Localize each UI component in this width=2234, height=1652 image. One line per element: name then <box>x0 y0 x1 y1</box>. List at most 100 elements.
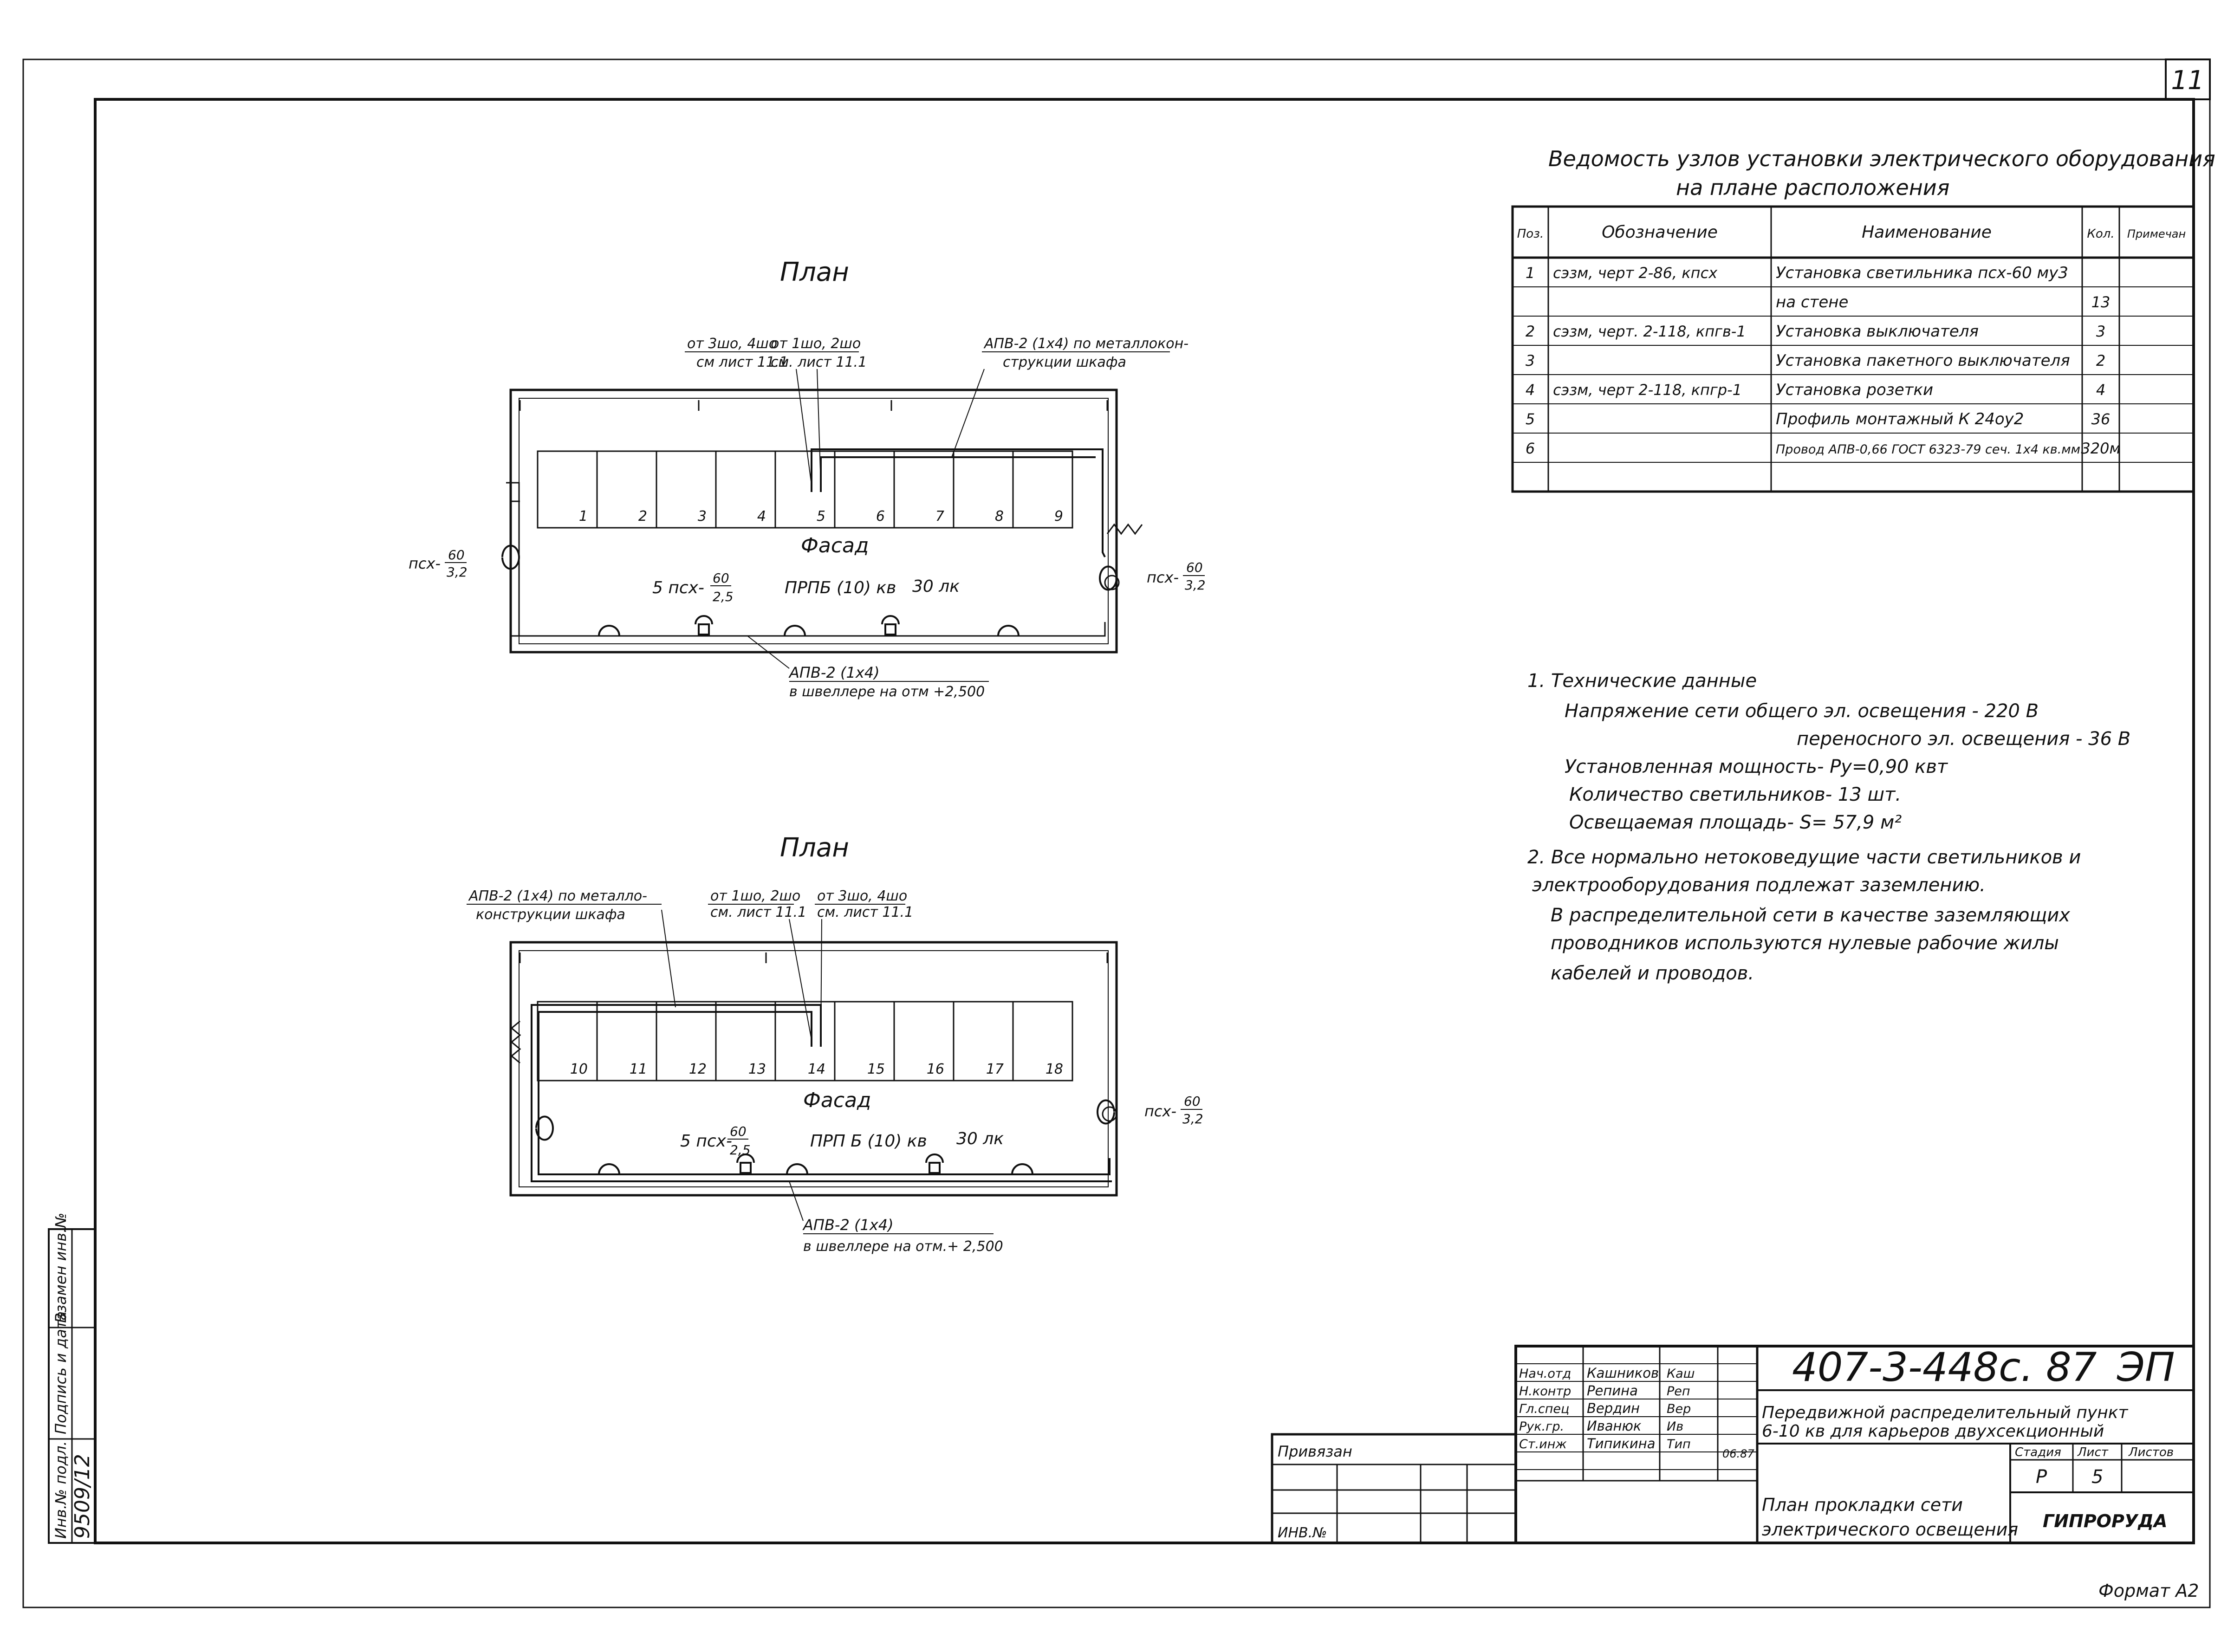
plan2-ref-a1: от 1шо, 2шо <box>710 888 800 904</box>
plan1-lamp-left: псх- <box>409 555 441 572</box>
panel-number: 14 <box>808 1061 825 1077</box>
plan1-wire-bot2: в швеллере на отм +2,500 <box>789 684 985 700</box>
panel-cell <box>537 1001 598 1082</box>
panel-cell <box>715 1001 776 1082</box>
role-name: Типикина <box>1587 1436 1655 1451</box>
plan1-wire-bot1: АПВ-2 (1х4) <box>788 664 880 681</box>
role-signature: Ив <box>1667 1419 1683 1434</box>
role-name: Вердин <box>1587 1400 1640 1416</box>
inv-no-label: ИНВ.№ <box>1278 1525 1327 1541</box>
stage-value: Р <box>2036 1466 2047 1488</box>
panel-number: 9 <box>1054 508 1063 525</box>
role-name: Кашников <box>1587 1365 1659 1381</box>
sheet-number: 11 <box>2171 65 2204 96</box>
schedule-header-3: Кол. <box>2087 227 2114 241</box>
role-signature: Вер <box>1667 1402 1691 1416</box>
sheet-title-1: План прокладки сети <box>1762 1495 1963 1515</box>
schedule-cell-name: Установка светильника псх-60 му3 <box>1776 264 2068 282</box>
schedule-cell-name: Установка выключателя <box>1776 322 1979 341</box>
role-label: Н.контр <box>1519 1384 1571 1399</box>
schedule-cell-qty: 36 <box>2091 410 2111 428</box>
role-signature: Реп <box>1667 1384 1690 1399</box>
plan2-lux: 30 лк <box>956 1129 1004 1148</box>
panel-cell <box>774 450 836 529</box>
plan1-lamp-right-num: 60 <box>1186 560 1203 575</box>
schedule-border <box>1511 205 2195 493</box>
panel-number: 17 <box>986 1061 1004 1077</box>
panel-cell <box>656 1001 717 1082</box>
plan1-ref-a1: от 3шо, 4шо <box>687 336 777 352</box>
plan2-ref-b2: см. лист 11.1 <box>817 904 913 920</box>
plan1-lux: 30 лк <box>912 577 960 596</box>
plan2-wire-bot2: в швеллере на отм.+ 2,500 <box>803 1238 1003 1255</box>
plan1-ref-b2: см. лист 11.1 <box>771 354 867 370</box>
format-label: Формат А2 <box>2098 1581 2199 1601</box>
plan1-facade: Фасад <box>801 534 869 557</box>
plan2-ref-a2: см. лист 11.1 <box>710 904 806 920</box>
plan2-lamp-center: 5 псх- <box>680 1132 732 1151</box>
plan2-lamp-right: псх- <box>1144 1102 1176 1120</box>
schedule-title-2: на плане расположения <box>1676 175 1949 200</box>
sheet-value: 5 <box>2091 1466 2103 1488</box>
schedule-cell-code: сэзм, черт. 2-118, кпгв-1 <box>1553 323 1746 340</box>
note-2: Напряжение сети общего эл. освещения - 2… <box>1565 700 2039 722</box>
schedule-cell-name: на стене <box>1776 293 1848 311</box>
schedule-cell-qty: 2 <box>2096 352 2105 369</box>
schedule-header-4: Примечан <box>2127 227 2186 240</box>
note-8: электрооборудования подлежат заземлению. <box>1532 875 1986 896</box>
plan1-lamp-left-den: 3,2 <box>447 564 468 580</box>
panel-number: 12 <box>689 1061 707 1077</box>
panel-number: 15 <box>867 1061 885 1077</box>
org-name: ГИПРОРУДА <box>2043 1511 2167 1531</box>
panel-number: 8 <box>995 508 1004 525</box>
note-11: кабелей и проводов. <box>1551 963 1754 984</box>
role-label: Гл.спец <box>1519 1402 1569 1416</box>
role-signature: Каш <box>1667 1367 1695 1381</box>
panel-number: 4 <box>757 508 766 525</box>
plan1-wire-top2: струкции шкафа <box>1003 354 1126 370</box>
plan2-lamp-center-num: 60 <box>730 1124 747 1139</box>
inner-frame <box>94 98 2195 1544</box>
panel-number: 7 <box>935 508 944 525</box>
plan1-wire-top1: АПВ-2 (1х4) по металлокон- <box>983 336 1188 352</box>
role-label: Рук.гр. <box>1519 1419 1564 1434</box>
note-7: 2. Все нормально нетоковедущие части све… <box>1527 847 2081 868</box>
sheet-number-box <box>2165 58 2211 100</box>
schedule-cell-pos: 2 <box>1526 323 1535 340</box>
notes: 1. Технические данные Напряжение сети об… <box>1527 670 2130 984</box>
schedule-cell-qty: 4 <box>2096 381 2105 399</box>
schedule-header-0: Поз. <box>1517 227 1544 241</box>
panel-cell <box>774 1001 836 1082</box>
role-name: Иванюк <box>1587 1418 1642 1434</box>
doc-mark: ЭП <box>2117 1344 2175 1391</box>
schedule-cell-qty: 3 <box>2096 323 2105 340</box>
plan1-ref-a2: см лист 11.1 <box>696 354 788 370</box>
plan2-facade: Фасад <box>803 1088 871 1112</box>
schedule-cell-name: Провод АПВ-0,66 ГОСТ 6323-79 сеч. 1х4 кв… <box>1776 442 2080 457</box>
schedule-cell-qty: 13 <box>2091 293 2111 311</box>
schedule-cell-name: Установка розетки <box>1776 381 1933 399</box>
schedule: Ведомость узлов установки электрического… <box>1511 146 2215 493</box>
plan1-center-label: ПРПБ (10) кв <box>785 578 896 597</box>
panel-cell <box>537 450 598 529</box>
note-3: переносного эл. освещения - 36 В <box>1797 728 2130 750</box>
schedule-cell-name: Профиль монтажный К 24оу2 <box>1776 410 2024 428</box>
panel-cell <box>953 450 1014 529</box>
panel-cell <box>596 450 657 529</box>
plan2-wire-top2: конструкции шкафа <box>476 907 625 923</box>
panel-number: 18 <box>1046 1061 1063 1077</box>
plan2-title: План <box>780 833 849 863</box>
schedule-cell-pos: 5 <box>1526 410 1535 428</box>
panel-cell <box>715 450 776 529</box>
schedule-cell-code: сэзм, черт 2-118, кпгр-1 <box>1553 381 1742 399</box>
plan1-title: План <box>780 257 849 287</box>
panel-cell <box>834 450 895 529</box>
privyazan-label: Привязан <box>1278 1443 1352 1460</box>
stage-label: Стадия <box>2015 1445 2061 1459</box>
